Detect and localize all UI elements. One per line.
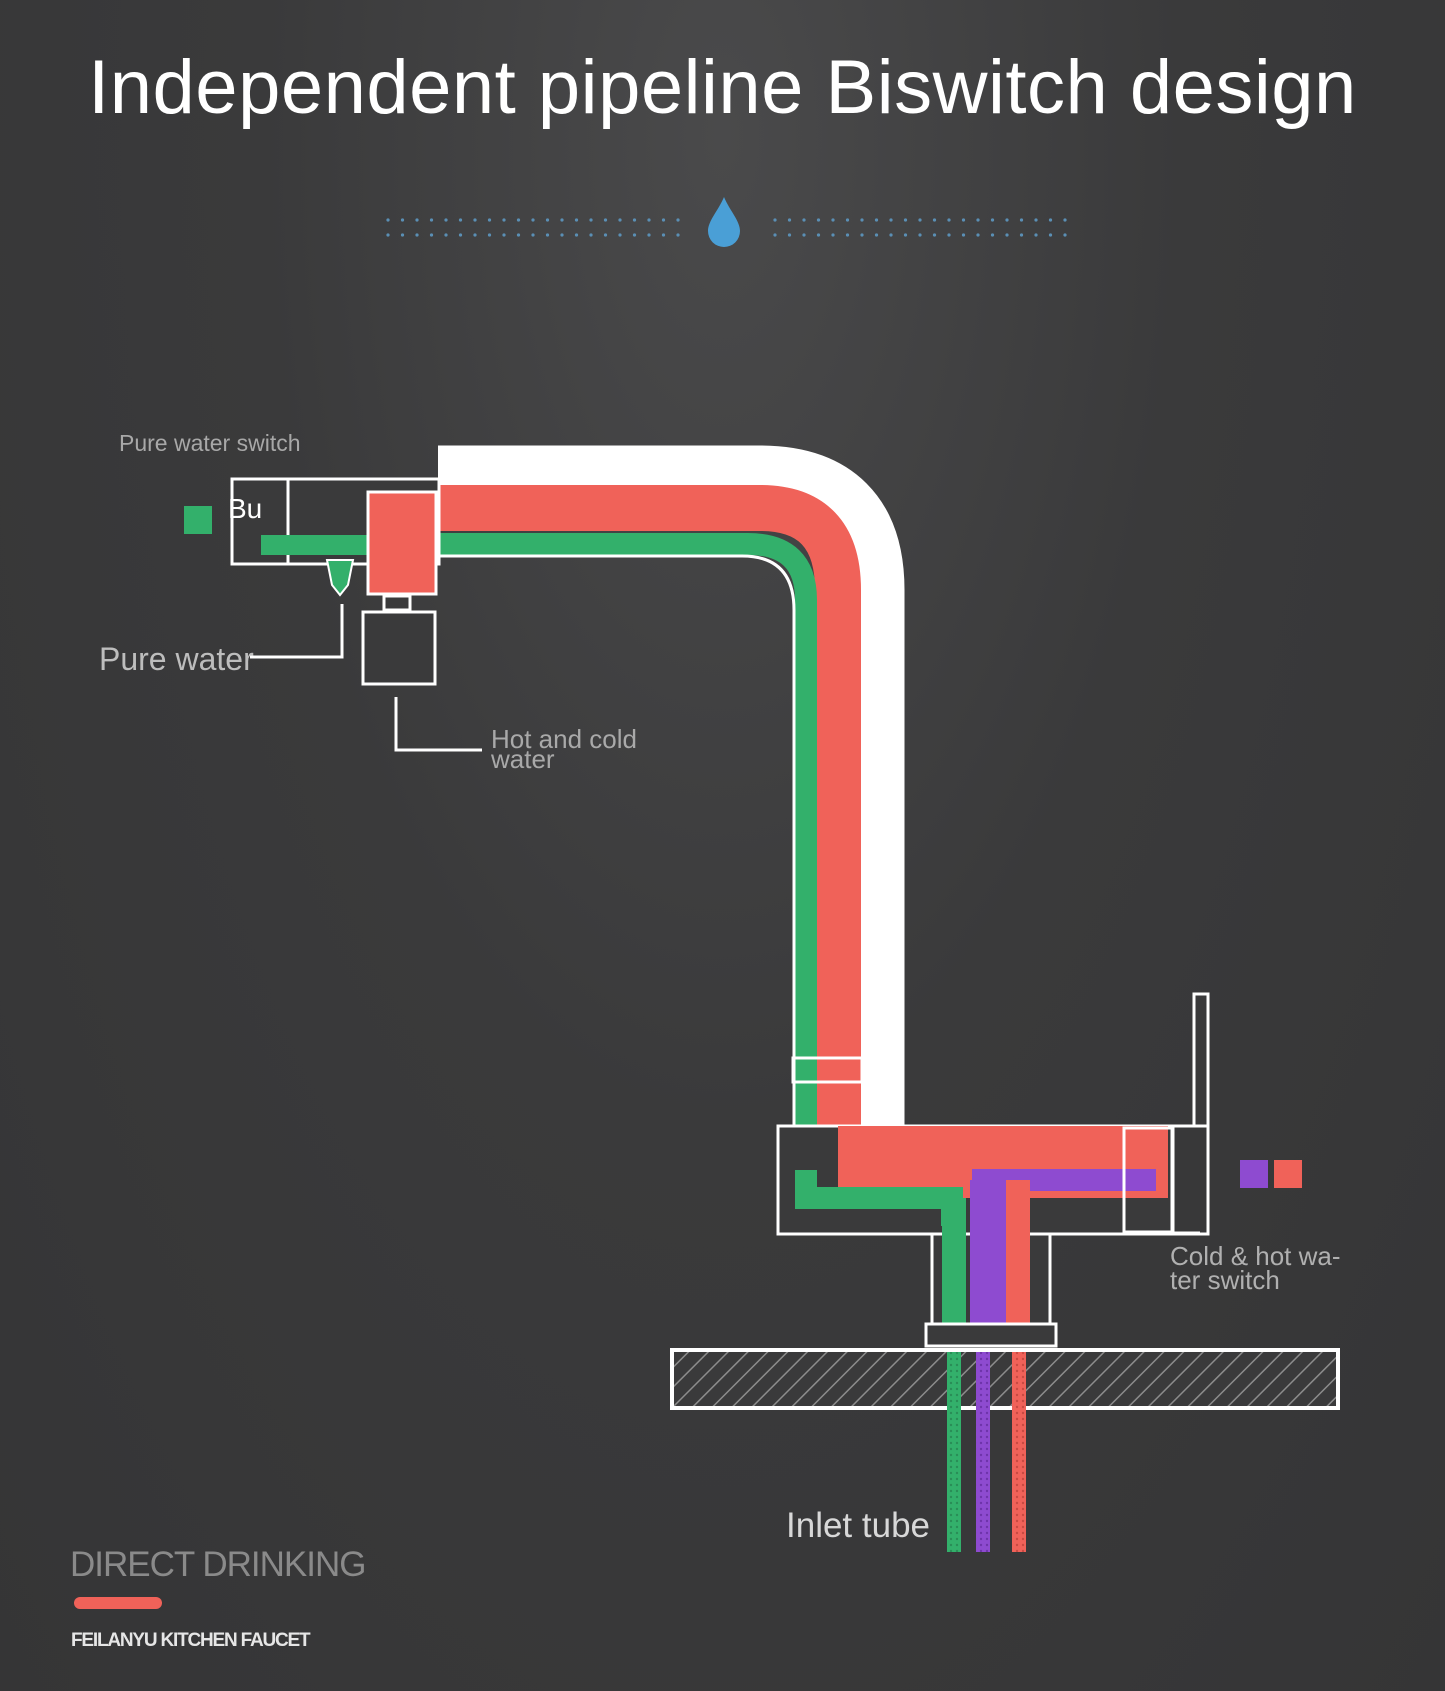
inlet-tube-label: Inlet tube xyxy=(786,1506,930,1545)
spout-head xyxy=(230,477,441,686)
cold-hot-switch-label: Cold & hot wa-ter switch xyxy=(1170,1241,1341,1295)
spout-pipe xyxy=(438,445,905,1178)
purple-swatch-icon xyxy=(1240,1160,1268,1188)
inlet-tubes xyxy=(947,1352,1026,1552)
pure-water-label: Pure water xyxy=(99,641,254,677)
faucet-stem xyxy=(924,1180,1058,1348)
dotted-divider-left xyxy=(385,216,680,246)
page-title: Independent pipeline Biswitch design xyxy=(88,45,1357,130)
countertop xyxy=(670,1348,1340,1410)
dotted-divider-right xyxy=(772,216,1067,246)
hot-and-cold-water-label: Hot and cold water xyxy=(491,724,637,774)
pipe-collar xyxy=(791,1056,864,1084)
pure-water-switch-label: Pure water switch xyxy=(119,430,301,456)
red-swatch-icon xyxy=(1274,1160,1302,1188)
brand-heading: DIRECT DRINKING xyxy=(70,1545,366,1584)
bu-label: Bu xyxy=(228,493,263,524)
brand-accent-bar xyxy=(74,1597,162,1609)
green-swatch-icon xyxy=(184,506,212,534)
brand-subtitle: FEILANYU KITCHEN FAUCET xyxy=(71,1630,311,1651)
water-drop-icon xyxy=(708,197,740,247)
